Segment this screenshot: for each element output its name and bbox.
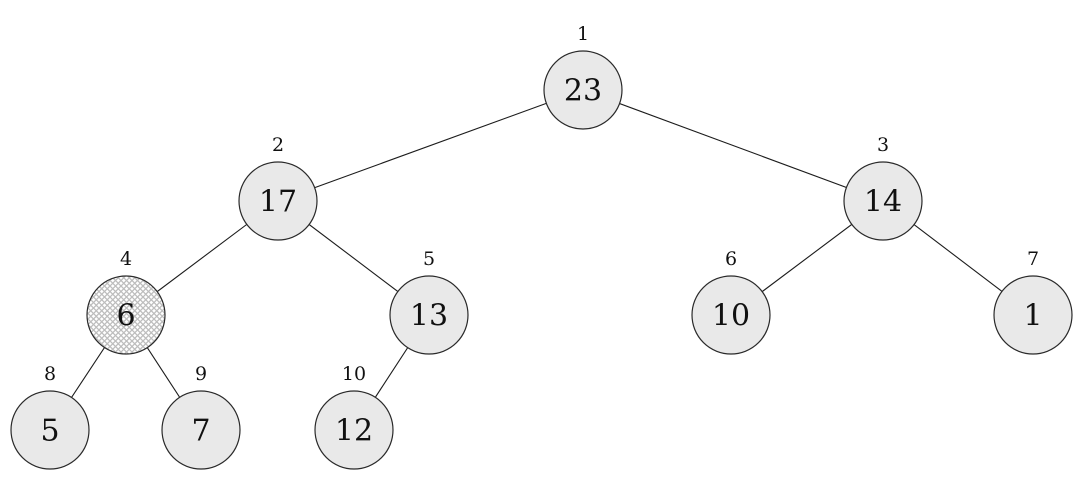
node-value: 14 bbox=[864, 185, 902, 220]
node-index-label: 9 bbox=[195, 363, 207, 385]
tree-node-9: 97 bbox=[161, 363, 241, 470]
node-value: 10 bbox=[712, 299, 750, 334]
tree-edge-1-2 bbox=[277, 89, 584, 202]
tree-node-1: 1 23 bbox=[543, 23, 623, 130]
node-value: 1 bbox=[1023, 299, 1042, 334]
node-circle bbox=[993, 275, 1073, 355]
node-index-label: 4 bbox=[120, 248, 132, 270]
node-value: 7 bbox=[191, 414, 210, 449]
tree-edge-1-3 bbox=[582, 89, 884, 202]
node-value: 5 bbox=[40, 414, 59, 449]
tree-node-5: 5 13 bbox=[389, 248, 469, 355]
node-index-label: 7 bbox=[1027, 248, 1039, 270]
node-index-label: 2 bbox=[272, 134, 284, 156]
node-circle bbox=[238, 161, 318, 241]
node-circle bbox=[314, 390, 394, 470]
tree-node-2: 2 17 bbox=[238, 134, 318, 241]
node-index-label: 8 bbox=[44, 363, 56, 385]
node-circle-hatched bbox=[86, 275, 166, 355]
node-circle bbox=[843, 161, 923, 241]
node-circle bbox=[691, 275, 771, 355]
tree-node-7: 71 bbox=[993, 248, 1073, 355]
node-circle bbox=[161, 390, 241, 470]
tree-node-10: 10 12 bbox=[314, 363, 394, 470]
node-circle bbox=[10, 390, 90, 470]
node-index-label: 6 bbox=[725, 248, 737, 270]
node-index-label: 5 bbox=[423, 248, 435, 270]
node-value: 23 bbox=[564, 74, 602, 109]
node-index-label: 1 bbox=[577, 23, 589, 45]
tree-node-8: 85 bbox=[10, 363, 90, 470]
node-value: 6 bbox=[116, 299, 135, 334]
node-index-label: 3 bbox=[877, 134, 889, 156]
node-value: 17 bbox=[259, 185, 297, 220]
tree-node-4: 46 bbox=[86, 248, 166, 355]
tree-node-3: 3 14 bbox=[843, 134, 923, 241]
node-circle bbox=[543, 50, 623, 130]
node-value: 13 bbox=[410, 299, 448, 334]
node-index-label: 10 bbox=[342, 363, 366, 385]
node-circle bbox=[389, 275, 469, 355]
tree-node-6: 6 10 bbox=[691, 248, 771, 355]
node-value: 12 bbox=[335, 414, 373, 449]
